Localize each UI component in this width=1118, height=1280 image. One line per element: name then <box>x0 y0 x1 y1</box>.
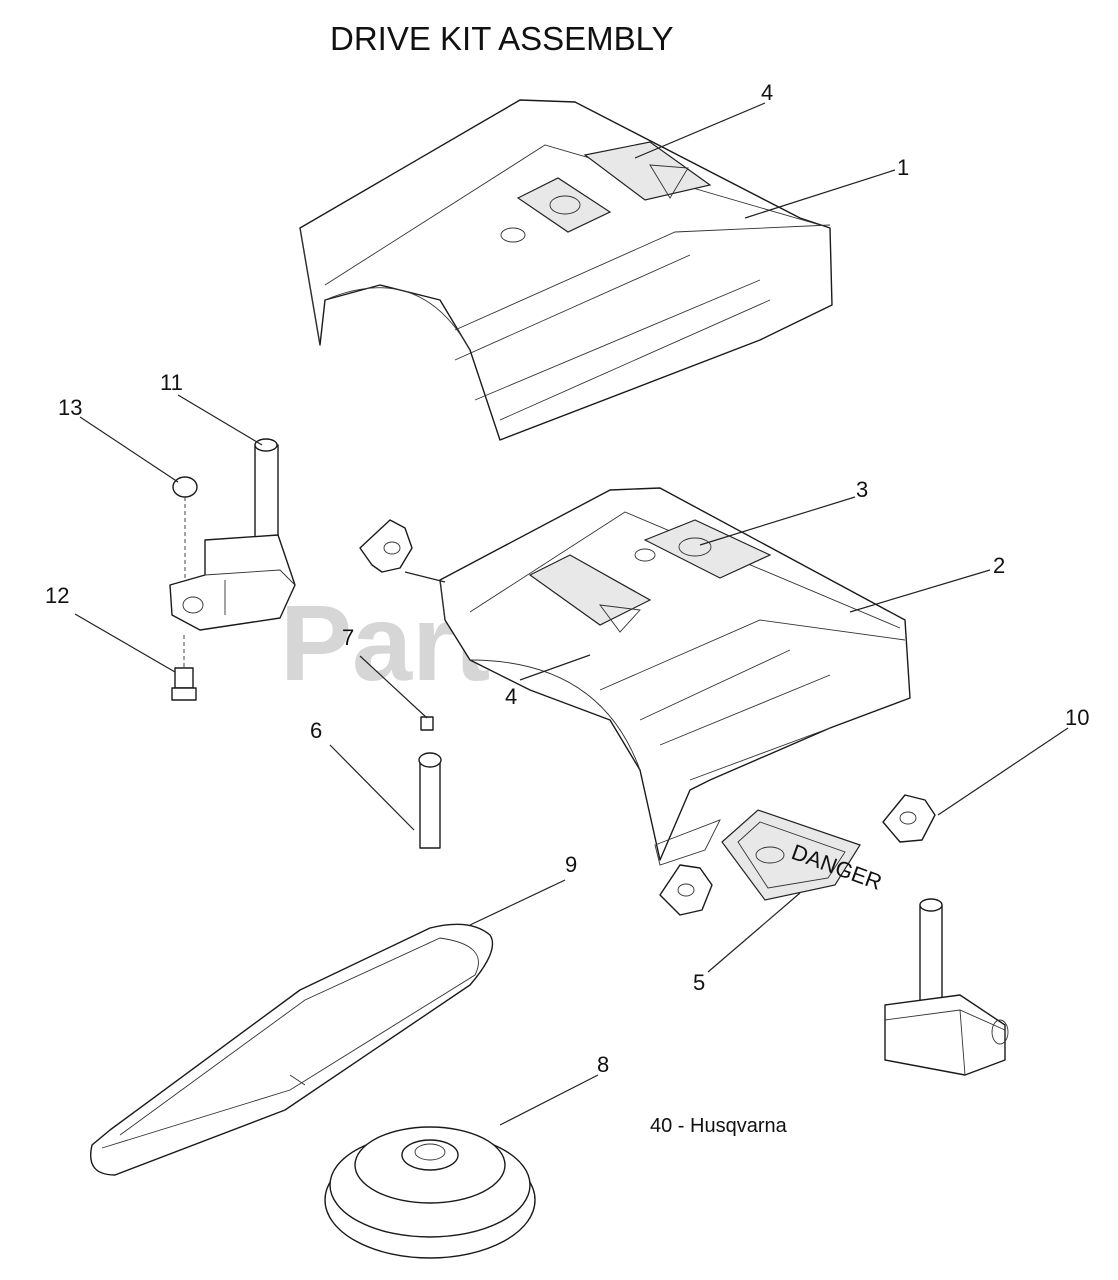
warning-decal-top <box>583 141 712 201</box>
callout-7: 7 <box>342 625 354 650</box>
callout-2: 2 <box>993 553 1005 578</box>
callout-9: 9 <box>565 852 577 877</box>
callout-4-lower: 4 <box>505 684 517 709</box>
part-2-lower-cover <box>439 487 911 861</box>
part-5-danger-decal: DANGER <box>721 809 885 901</box>
part-13-nut <box>172 476 198 580</box>
callout-10: 10 <box>1065 705 1089 730</box>
callout-8: 8 <box>597 1052 609 1077</box>
part-1-upper-cover <box>299 99 833 441</box>
callout-4-upper: 4 <box>761 80 773 105</box>
callout-13: 13 <box>58 395 82 420</box>
model-note: 40 - Husqvarna <box>650 1115 788 1137</box>
callout-1: 1 <box>897 155 909 180</box>
logo-decal-top <box>516 177 612 233</box>
bracket-assembly-right <box>884 898 1009 1076</box>
part-8-pulley <box>324 1126 536 1259</box>
callout-12: 12 <box>45 583 69 608</box>
callout-11: 11 <box>160 370 183 395</box>
knob-lower <box>659 864 713 916</box>
logo-decal-lower <box>643 519 772 579</box>
leader-lines <box>74 102 1069 1126</box>
part-9-belt <box>90 923 494 1176</box>
diagram-title: DRIVE KIT ASSEMBLY <box>330 20 674 57</box>
callout-5: 5 <box>693 970 705 995</box>
callout-6: 6 <box>310 718 322 743</box>
part-7-set-screw <box>420 716 434 731</box>
callout-3: 3 <box>856 477 868 502</box>
part-12-screw <box>171 635 197 701</box>
knob-right <box>882 794 936 843</box>
callouts: 4 1 3 2 4 5 6 7 8 9 10 11 13 12 <box>45 80 1089 1077</box>
part-11-bracket-assembly <box>169 438 296 631</box>
part-6-pin <box>418 752 442 849</box>
knob-upper-left <box>359 519 413 573</box>
